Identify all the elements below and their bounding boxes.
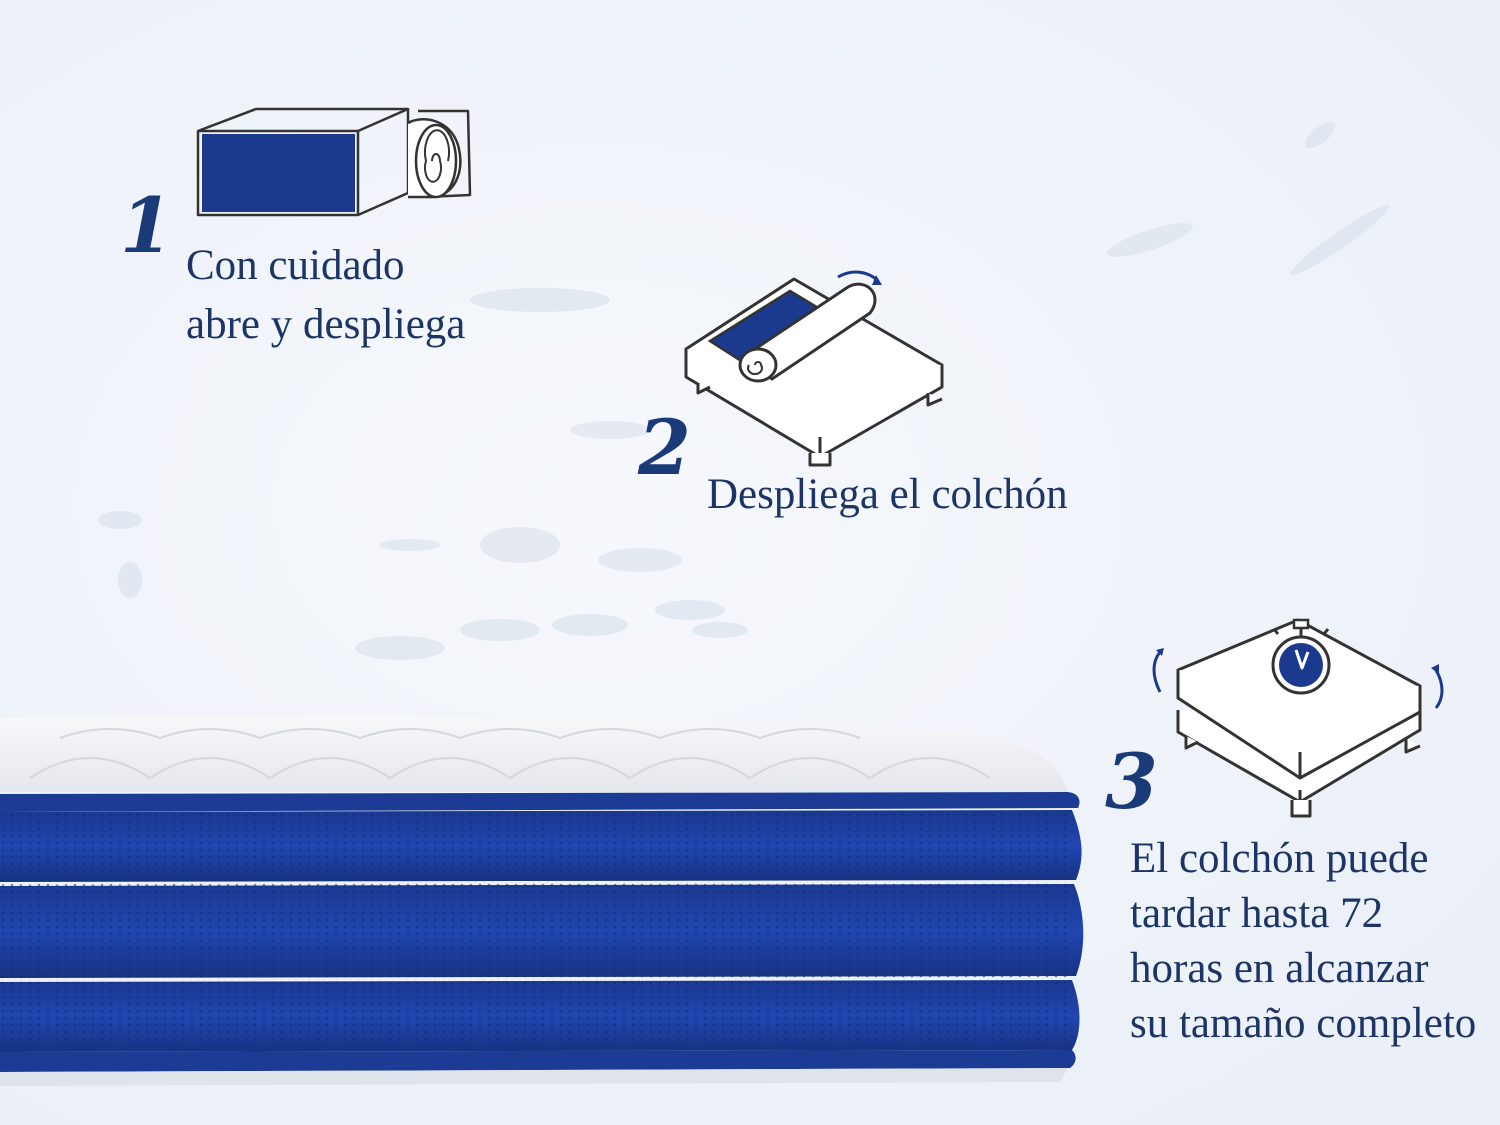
- step-3-line-2: tardar hasta 72: [1130, 890, 1384, 938]
- step-3-line-3: horas en alcanzar: [1130, 945, 1429, 993]
- step-2-text: Despliega el colchón: [707, 466, 1068, 525]
- step-1-text: Con cuidado abre y despliega: [186, 237, 465, 355]
- stopwatch-icon: [1271, 618, 1331, 695]
- mattress-timer-icon: [1152, 618, 1444, 818]
- step-3-line-1: El colchón puede: [1130, 835, 1429, 882]
- step-3-text: El colchón puede tardar hasta 72 horas e…: [1130, 831, 1476, 1051]
- unroll-on-bed-icon: [684, 270, 944, 467]
- step-2-line-1: Despliega el colchón: [707, 471, 1068, 518]
- rolled-mattress-box-icon: [196, 107, 472, 217]
- step-2-number: 2: [638, 403, 691, 492]
- step-3-line-4: su tamaño completo: [1130, 1000, 1477, 1048]
- step-1-number: 1: [120, 181, 173, 270]
- step-1-line-2: abre y despliega: [186, 300, 466, 348]
- mattress-product-image: [0, 716, 1084, 1086]
- step-1-line-1: Con cuidado: [186, 242, 405, 289]
- step-3-number: 3: [1105, 737, 1158, 826]
